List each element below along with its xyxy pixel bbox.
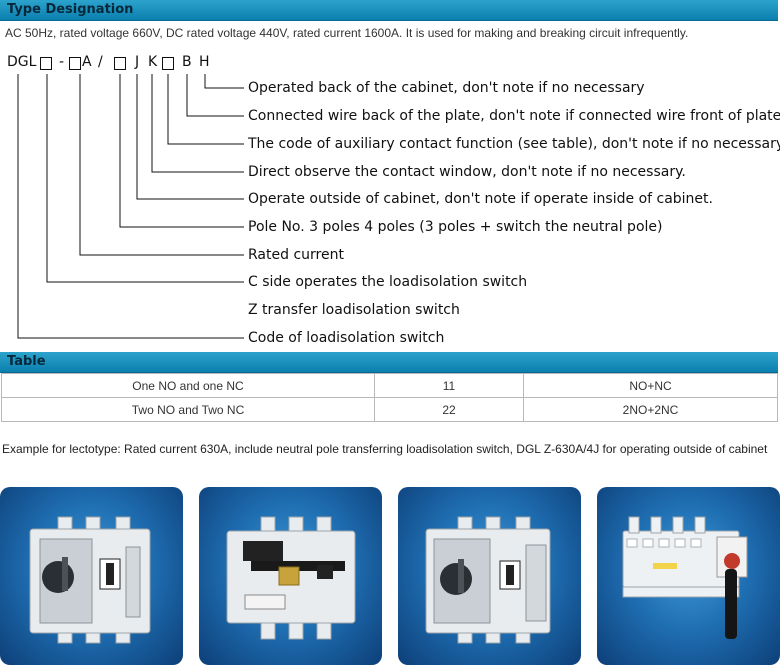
table-cell: 11 (374, 373, 524, 398)
product-photo-4 (597, 487, 780, 665)
aux-contact-table: One NO and one NC 11 NO+NC Two NO and Tw… (1, 373, 778, 422)
product-photo-3 (398, 487, 581, 665)
table-cell: NO+NC (523, 373, 778, 398)
code-k: K (148, 54, 158, 70)
designation-diagram: DGL - A / J K B H Operated back of the c… (0, 44, 780, 349)
section-header-table: Table (0, 352, 778, 373)
table-row: One NO and one NC 11 NO+NC (1, 373, 778, 398)
section-header-type-designation: Type Designation (0, 0, 778, 21)
table-cell: Two NO and Two NC (1, 397, 375, 422)
product-photo-2 (199, 487, 382, 665)
code-a: A (82, 54, 92, 70)
desc-rated-current: Rated current (248, 247, 344, 263)
intro-text: AC 50Hz, rated voltage 660V, DC rated vo… (5, 26, 689, 40)
example-text: Example for lectotype: Rated current 630… (2, 442, 768, 456)
desc-operate-outside: Operate outside of cabinet, don't note i… (248, 191, 713, 207)
desc-code-switch: Code of loadisolation switch (248, 330, 445, 346)
code-h: H (199, 54, 210, 70)
table-cell: One NO and one NC (1, 373, 375, 398)
leader-lines (17, 74, 244, 339)
code-prefix: DGL (7, 54, 37, 70)
code-slash: / (98, 54, 103, 70)
code-box-variant (40, 57, 52, 70)
table-cell: 2NO+2NC (523, 397, 778, 422)
desc-wire-back: Connected wire back of the plate, don't … (248, 108, 780, 124)
desc-c-side: C side operates the loadisolation switch (248, 274, 528, 290)
desc-contact-window: Direct observe the contact window, don't… (248, 164, 686, 180)
section-title: Table (7, 354, 46, 369)
code-box-poles (114, 57, 126, 70)
section-title: Type Designation (7, 2, 134, 17)
desc-aux-contact: The code of auxiliary contact function (… (248, 136, 780, 152)
table-row: Two NO and Two NC 22 2NO+2NC (1, 397, 778, 422)
product-photo-1 (0, 487, 183, 665)
desc-cabinet-back: Operated back of the cabinet, don't note… (248, 80, 645, 96)
code-box-current (69, 57, 81, 70)
desc-pole-no: Pole No. 3 poles 4 poles (3 poles + swit… (248, 219, 663, 235)
code-b: B (182, 54, 192, 70)
table-cell: 22 (374, 397, 524, 422)
code-box-aux (162, 57, 174, 70)
code-dash: - (59, 54, 65, 70)
desc-z-transfer: Z transfer loadisolation switch (248, 302, 460, 318)
code-j: J (135, 54, 140, 70)
